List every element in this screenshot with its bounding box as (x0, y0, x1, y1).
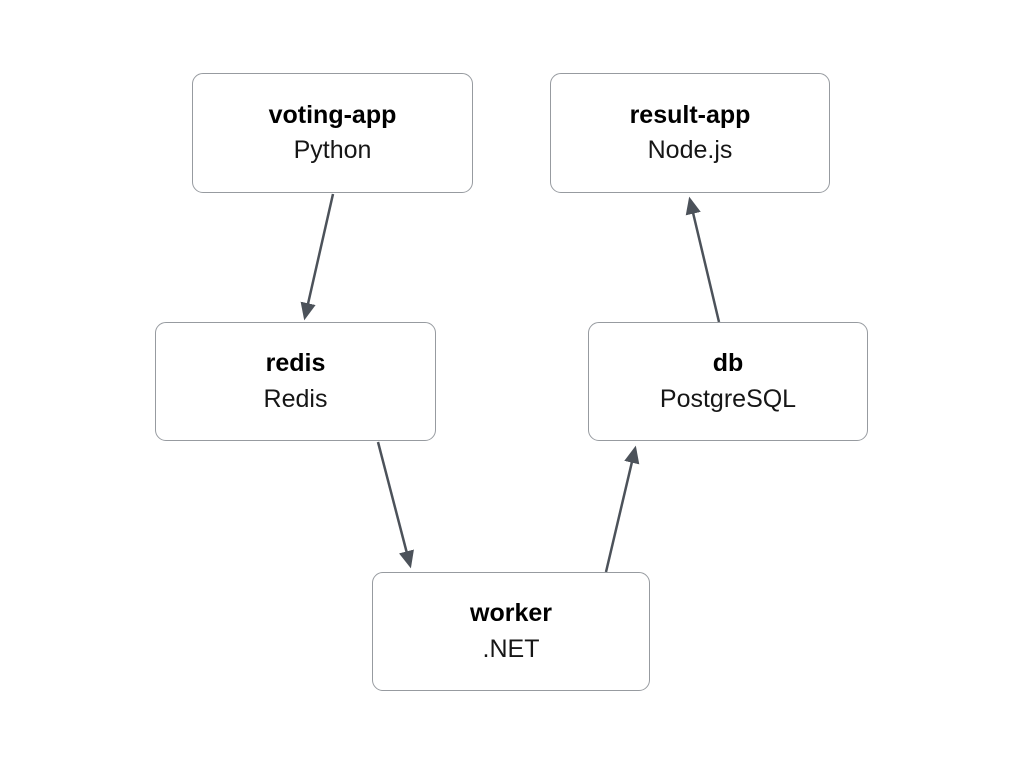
node-tech-label: PostgreSQL (659, 384, 797, 413)
node-worker: worker .NET (372, 572, 650, 691)
node-db: db PostgreSQL (588, 322, 868, 441)
node-result-app: result-app Node.js (550, 73, 830, 193)
node-title: result-app (629, 100, 751, 129)
node-tech-label: Node.js (647, 136, 733, 164)
edge-voting-app-to-redis (300, 193, 335, 321)
edge-db-to-result-app (685, 196, 721, 323)
node-title: worker (470, 599, 552, 628)
node-title: voting-app (268, 100, 397, 129)
node-redis: redis Redis (155, 322, 436, 441)
node-voting-app: voting-app Python (192, 73, 473, 193)
node-title: redis (265, 349, 326, 378)
node-tech-label: Python (293, 136, 372, 164)
edge-worker-to-db (604, 445, 640, 573)
node-tech-label: Redis (263, 384, 328, 413)
edge-redis-to-worker (376, 441, 414, 569)
node-title: db (712, 349, 744, 378)
node-tech-label: .NET (482, 634, 540, 663)
